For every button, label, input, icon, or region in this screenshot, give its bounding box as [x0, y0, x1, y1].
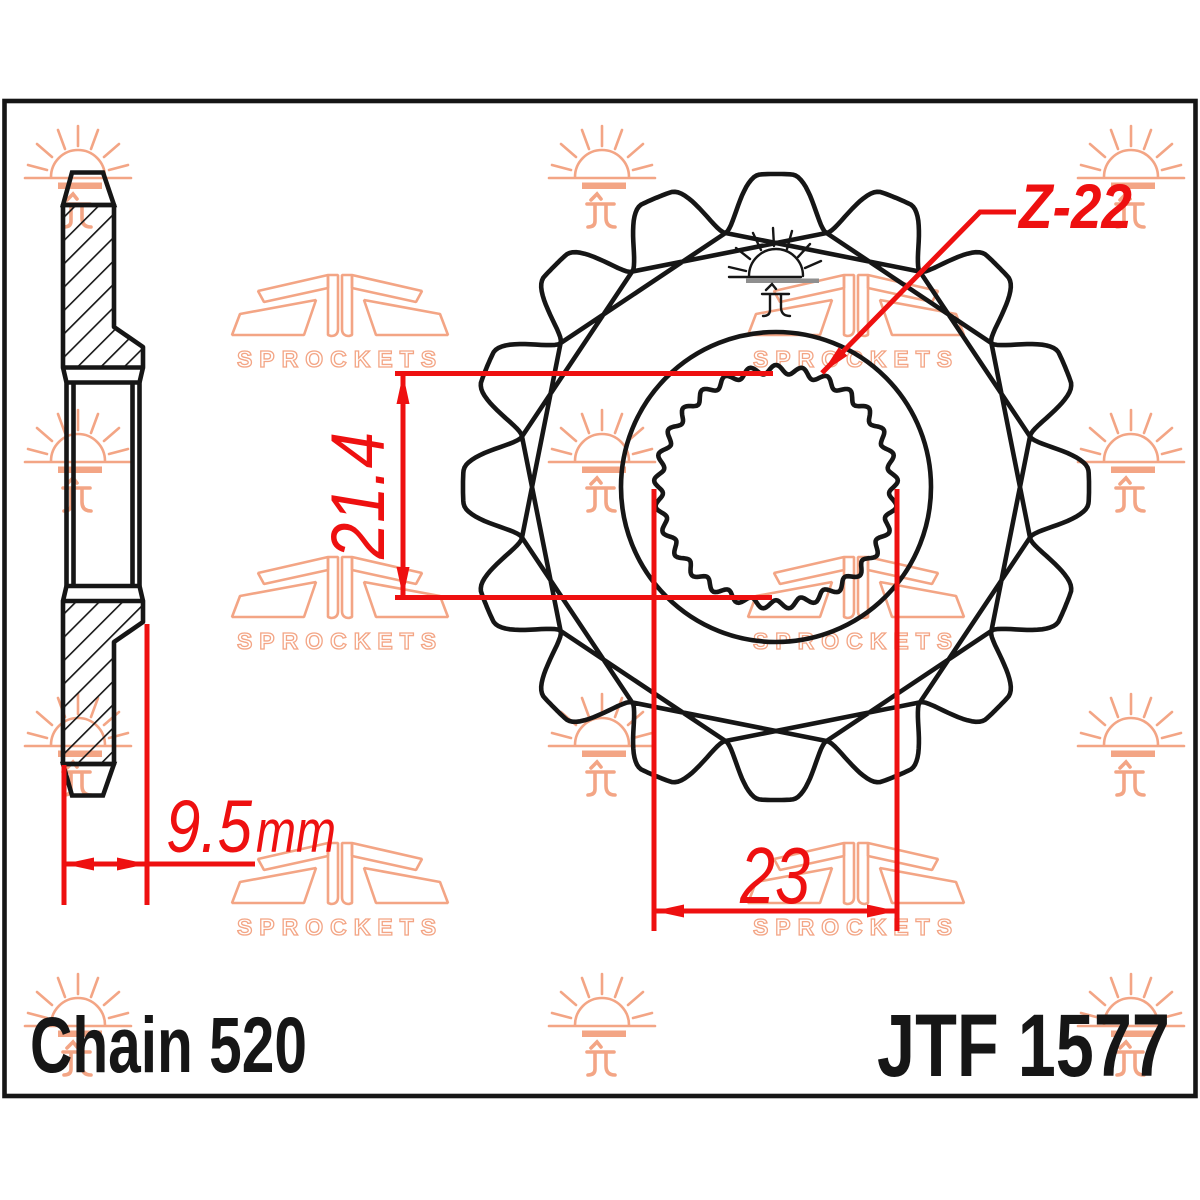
sun-ground-dash	[1111, 182, 1155, 189]
watermark-brand-text: SPROCKETS	[753, 914, 959, 940]
section-top-chamfer-band	[60, 366, 146, 385]
sun-rays	[1079, 408, 1183, 456]
dim-95-arrow-right	[117, 857, 147, 871]
sun-ground-dash	[582, 750, 626, 757]
jt-monogram-icon	[585, 191, 617, 229]
dim-95-value: 9.5	[166, 785, 253, 868]
front-view	[460, 171, 1092, 803]
side-section-view	[59, 170, 146, 798]
watermark-sun-icon	[1076, 124, 1186, 229]
watermark-jt-logo: SPROCKETS	[230, 841, 450, 941]
drawing-border	[2, 98, 1198, 1099]
part-number-label: JTF 1577	[877, 995, 1170, 1095]
jt-monogram-icon	[1114, 191, 1146, 229]
jt-logo-glyph	[746, 555, 966, 620]
dim-21-value: 21.4	[316, 432, 401, 560]
dim-21-arrow-down	[396, 567, 410, 597]
jt-stamp	[727, 226, 823, 318]
sun-ground-dash	[58, 1030, 102, 1037]
sun-ground-dash	[1111, 750, 1155, 757]
jt-monogram-icon	[1114, 475, 1146, 513]
chain-size-label: Chain 520	[30, 1000, 307, 1089]
sun-ground-dash	[582, 1030, 626, 1037]
sun-rays	[26, 972, 130, 1020]
jt-monogram-icon	[1114, 759, 1146, 797]
jt-monogram-icon	[585, 475, 617, 513]
watermark-brand-text: SPROCKETS	[237, 346, 443, 372]
jt-logo-glyph	[746, 841, 966, 906]
watermark-sun-icon	[1076, 972, 1186, 1077]
watermark-sun-icon	[23, 972, 133, 1077]
jt-monogram-icon	[61, 1039, 93, 1077]
dim-21-arrow-up	[396, 374, 410, 404]
teeth-count-leader-line	[820, 209, 1016, 375]
sun-rays	[1079, 124, 1183, 172]
section-hub-walls	[64, 382, 142, 586]
sun-rays	[1079, 692, 1183, 740]
section-bottom-chamfer-band	[60, 583, 146, 602]
section-top-hatched-area	[60, 202, 146, 370]
hub-circle	[618, 329, 934, 645]
watermark-jt-logo: SPROCKETS	[230, 555, 450, 655]
jt-logo-glyph	[230, 841, 450, 906]
sun-rays	[550, 124, 654, 172]
sun-ground-dash	[58, 466, 102, 473]
jt-stamp-rays	[727, 226, 823, 273]
watermark-jt-logo: SPROCKETS	[746, 841, 966, 941]
sun-ground-dash	[582, 182, 626, 189]
dimension-annotations: 21.4 23 9.5 mm Z-22	[61, 172, 1132, 931]
sprocket-teeth-outline	[460, 171, 1092, 803]
jt-monogram-icon	[585, 1039, 617, 1077]
spline-bore-outline	[651, 362, 901, 611]
sun-ground-dash	[1111, 1030, 1155, 1037]
watermark-sun-icon	[547, 124, 657, 229]
jt-stamp-monogram-icon	[760, 282, 792, 318]
dim-95-arrow-left	[64, 857, 94, 871]
watermark-jt-logo: SPROCKETS	[230, 273, 450, 373]
section-bottom-tooth-tip	[59, 761, 118, 798]
watermark-sun-icon	[547, 972, 657, 1077]
sun-ground-dash	[58, 182, 102, 189]
jt-logo-glyph	[230, 555, 450, 620]
dim-23-arrow-right	[867, 904, 897, 918]
jt-monogram-icon	[1114, 1039, 1146, 1077]
watermark-layer: SPROCKETS SPROCKETS SPROCKETS	[23, 124, 1186, 1077]
watermark-brand-text: SPROCKETS	[237, 628, 443, 654]
watermark-sun-icon	[1076, 408, 1186, 513]
sun-rays	[1079, 972, 1183, 1020]
sun-rays	[26, 408, 130, 456]
sun-rays	[550, 972, 654, 1020]
jt-stamp-ground-dash	[746, 278, 819, 283]
sun-rays	[550, 408, 654, 456]
dim-23-value: 23	[739, 831, 810, 920]
dim-23-arrow-left	[654, 904, 684, 918]
jt-logo-glyph	[230, 273, 450, 338]
sun-ground-dash	[582, 466, 626, 473]
jt-monogram-icon	[585, 759, 617, 797]
watermark-brand-text: SPROCKETS	[237, 914, 443, 940]
sun-rays	[26, 124, 130, 172]
sun-ground-dash	[1111, 466, 1155, 473]
watermark-sun-icon	[1076, 692, 1186, 797]
teeth-count-label: Z-22	[1017, 172, 1132, 242]
dim-95-unit: mm	[256, 798, 336, 865]
teeth-count-leader-arrow	[822, 347, 848, 373]
